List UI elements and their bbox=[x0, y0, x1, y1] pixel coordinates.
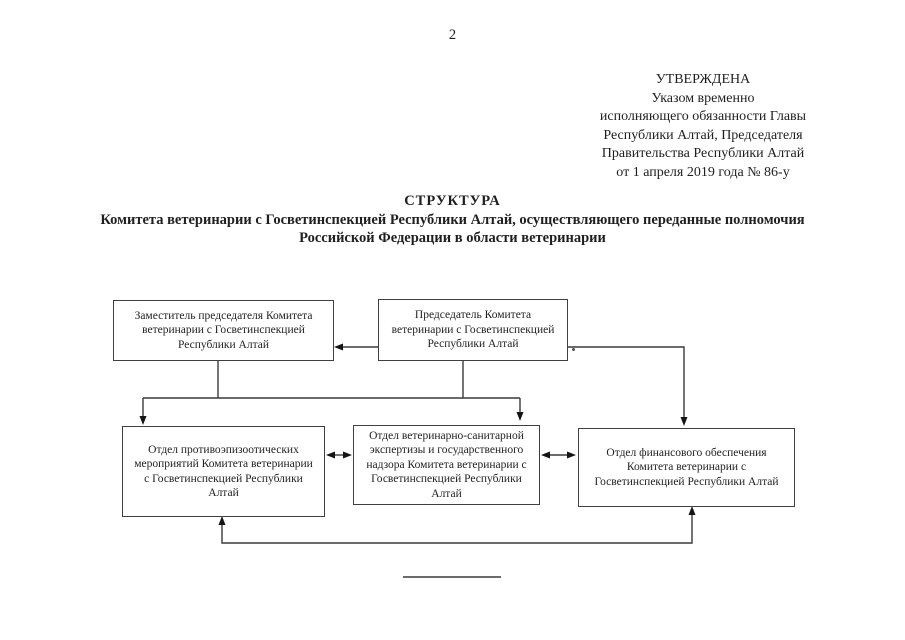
bottom-feedback-connector bbox=[218, 506, 696, 544]
document-title-line3: Российской Федерации в области ветеринар… bbox=[299, 230, 606, 246]
document-title-heading: СТРУКТУРА bbox=[404, 193, 501, 209]
double-arrow-antiepizootic-vetsanitary bbox=[326, 451, 352, 459]
approval-block: УТВЕРЖДЕНА Указом временно исполняющего … bbox=[599, 72, 807, 180]
scan-artifact-dot bbox=[572, 348, 575, 351]
antiepizootic-department-box: Отдел противоэпизоотических мероприятий … bbox=[122, 426, 325, 517]
page-number: 2 bbox=[448, 27, 457, 43]
double-arrow-vetsanitary-finance bbox=[541, 451, 576, 459]
arrow-chairman-to-finance bbox=[568, 346, 688, 426]
arrow-chairman-to-deputy bbox=[334, 343, 378, 351]
vet-sanitary-expertise-department-box: Отдел ветеринарно-санитарной экспертизы … bbox=[353, 425, 540, 505]
finance-department-box: Отдел финансового обеспечения Комитета в… bbox=[578, 428, 795, 507]
chairman-box: Председатель Комитета ветеринарии с Госв… bbox=[378, 299, 568, 361]
document-title-line2: Комитета ветеринарии с Госветинспекцией … bbox=[100, 212, 805, 228]
deputy-chairman-box: Заместитель председателя Комитета ветери… bbox=[113, 300, 334, 361]
bus-top-row-to-bottom-row bbox=[139, 361, 524, 425]
